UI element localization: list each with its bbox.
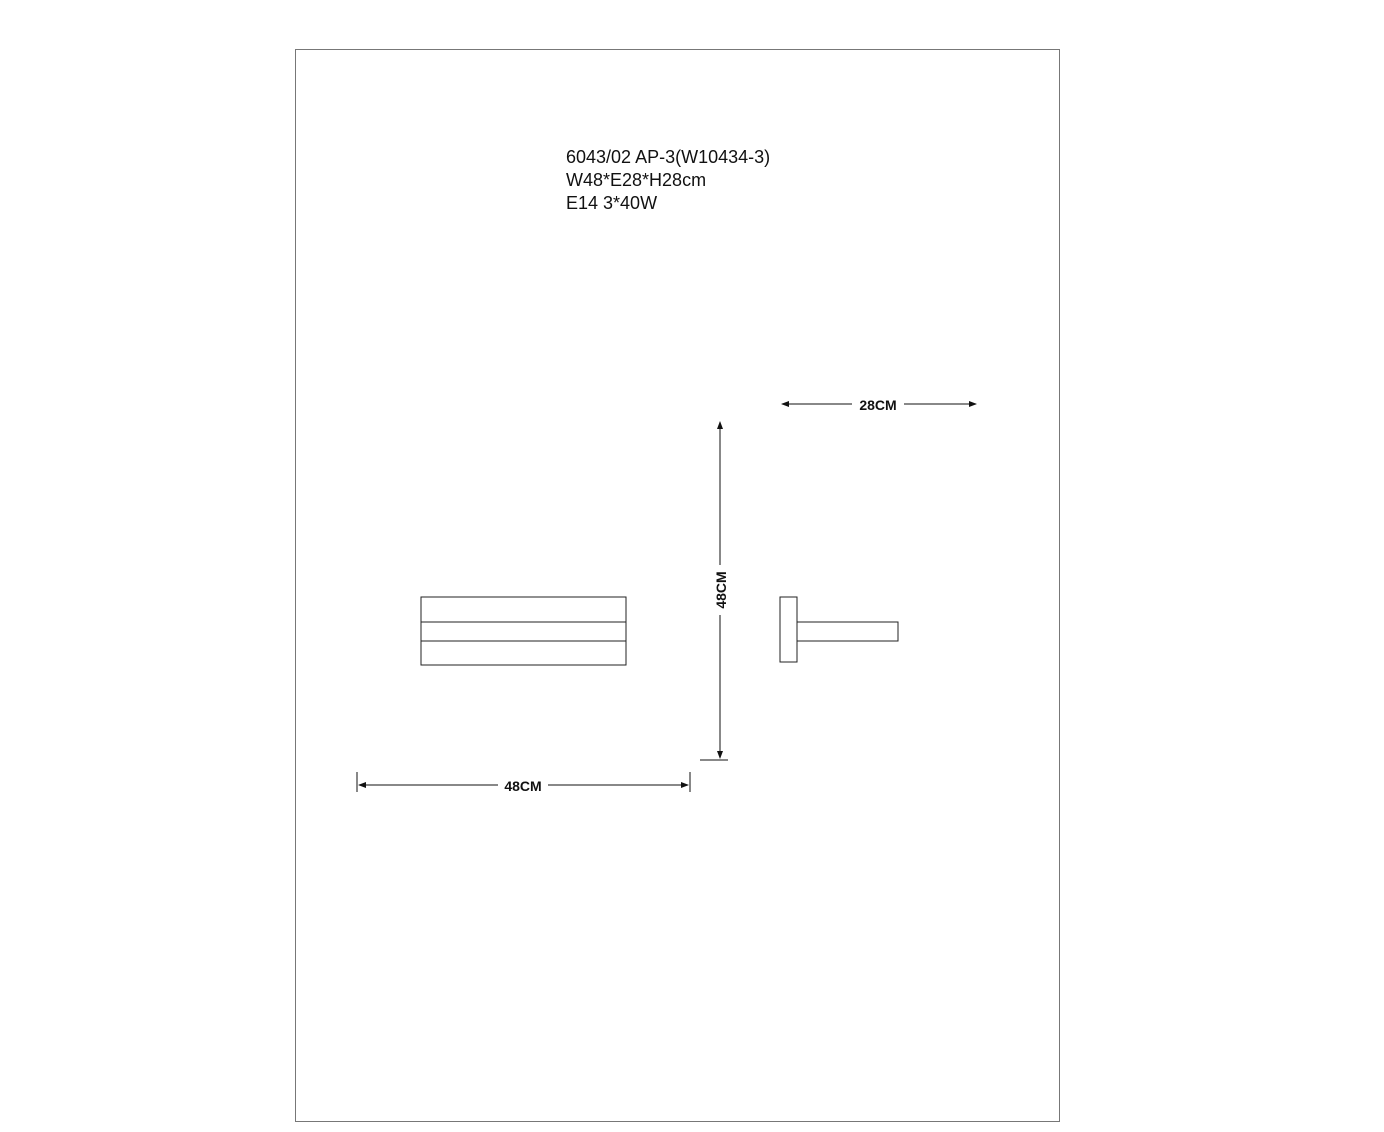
front-width-label: 48CM bbox=[504, 778, 541, 794]
spec-block: 6043/02 AP-3(W10434-3) W48*E28*H28cm E14… bbox=[566, 146, 770, 215]
model-number: 6043/02 AP-3(W10434-3) bbox=[566, 147, 771, 167]
front-view bbox=[420, 596, 627, 666]
front-height-dimension: 48CM bbox=[700, 421, 729, 761]
side-depth-dimension: 28CM bbox=[781, 395, 977, 413]
side-bracket-bar bbox=[796, 621, 899, 642]
front-height-label: 48CM bbox=[713, 571, 729, 608]
wall-plate bbox=[779, 596, 798, 663]
side-depth-label: 28CM bbox=[859, 397, 896, 413]
front-width-dimension: 48CM bbox=[356, 772, 691, 794]
dimensions-text: W48*E28*H28cm bbox=[566, 170, 707, 190]
side-view bbox=[779, 596, 899, 663]
lamp-spec: E14 3*40W bbox=[566, 193, 658, 213]
bracket-bar bbox=[420, 621, 627, 642]
drawing-sheet-border bbox=[295, 49, 1060, 1122]
